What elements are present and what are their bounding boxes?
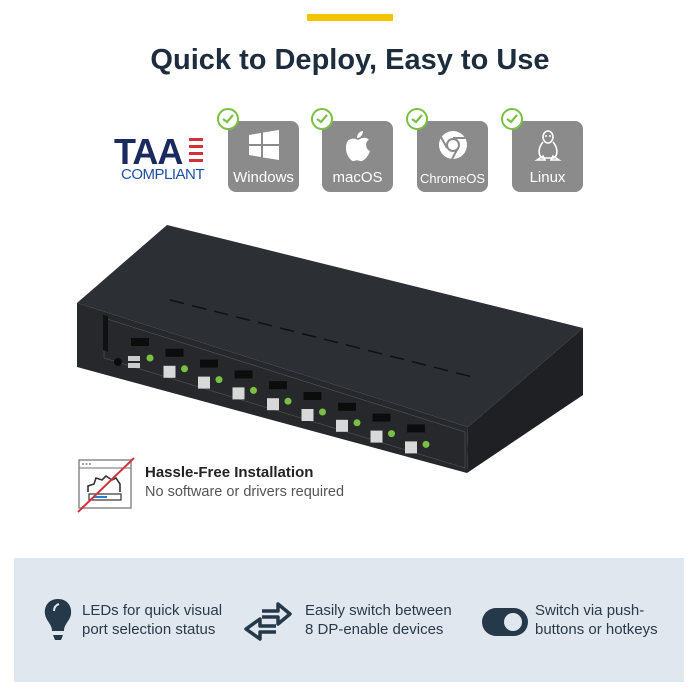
audio-jack [181,365,188,373]
displayport [269,381,287,390]
toggle-icon [482,608,528,636]
usb-a-port [128,363,140,368]
page-title: Quick to Deploy, Easy to Use [150,44,550,76]
usb-a-port [128,356,140,361]
device-side-face [467,328,583,473]
apple-icon [322,129,393,163]
audio-jack [319,408,326,416]
feature-text: Switch via push- [535,602,645,619]
os-label: macOS [332,169,383,186]
feature-text: port selection status [82,621,216,638]
vent-slot [169,299,185,305]
feature-text: buttons or hotkeys [535,621,658,638]
usb-b-port [336,419,348,432]
logo-stripe [189,138,203,141]
usb-b-port [370,430,383,443]
os-label: ChromeOS [419,171,486,186]
vent-slot [367,349,383,355]
vent-slot [301,332,317,338]
chrome-icon [417,129,488,163]
audio-jack [250,386,257,394]
displayport [372,413,391,422]
vent-slot [235,316,251,322]
usb-b-port [232,387,245,400]
device-port-panel [103,317,466,469]
vent-slot [213,310,229,316]
audio-jack [146,354,154,362]
logo-stripe [189,145,203,148]
vent-slot [455,372,471,378]
vent-slot [323,338,339,344]
os-tile-chromeos: ChromeOS [417,121,488,192]
vent-slot [411,360,427,366]
installation-title: Hassle-Free Installation [145,464,314,481]
vent-slot [389,355,405,361]
audio-jack [353,419,361,427]
logo-stripe [189,152,203,155]
vent-slot [345,344,361,350]
taa-logo-subtext: COMPLIANT [121,166,205,183]
vent-slot [257,321,273,327]
os-label: Linux [529,169,566,186]
check-icon [217,108,239,130]
feature-switching: Easily switch between 8 DP-enable device… [305,601,452,639]
device-vents [169,299,471,378]
kvm-switch-product-image [77,225,583,473]
feature-text: 8 DP-enable devices [305,621,444,638]
feature-text: LEDs for quick visual [82,602,223,619]
audio-jack [422,440,430,448]
os-tile-linux: Linux [512,121,583,192]
vent-slot [191,304,207,310]
feature-text: Easily switch between [305,602,452,619]
check-icon [406,108,428,130]
check-icon [501,108,523,130]
device-top-face [77,225,583,427]
os-label: Windows [233,169,294,186]
displayport [165,348,184,357]
feature-hotkeys: Switch via push- buttons or hotkeys [535,601,658,639]
displayport [338,402,356,411]
dc-power-jack [114,358,122,366]
taa-logo-text: TAA [114,131,183,172]
usb-b-port [198,376,210,389]
vent-slot [433,366,449,372]
usb-b-port [301,409,314,421]
audio-jack [215,376,223,384]
displayport [303,392,322,400]
windows-icon [228,129,299,163]
usb-b-port [163,365,176,378]
vent-slot [279,327,295,333]
os-tile-windows: Windows [228,121,299,192]
displayport [200,359,218,368]
usb-b-port [267,398,279,411]
audio-jack [388,430,395,438]
accent-bar [307,14,393,21]
usb-b-port [405,441,417,454]
os-tile-macos: macOS [322,121,393,192]
feature-panel [14,558,684,682]
check-icon [311,108,333,130]
no-software-install-icon [77,457,135,513]
installation-subtitle: No software or drivers required [145,484,345,500]
feature-leds: LEDs for quick visual port selection sta… [82,601,222,639]
audio-jack [284,397,292,405]
logo-stripe [189,159,203,162]
switch-arrows-icon [244,602,292,641]
displayport [407,424,425,433]
linux-tux-icon [512,129,583,163]
lightbulb-icon [44,599,72,640]
displayport [234,370,253,379]
displayport [131,338,149,346]
